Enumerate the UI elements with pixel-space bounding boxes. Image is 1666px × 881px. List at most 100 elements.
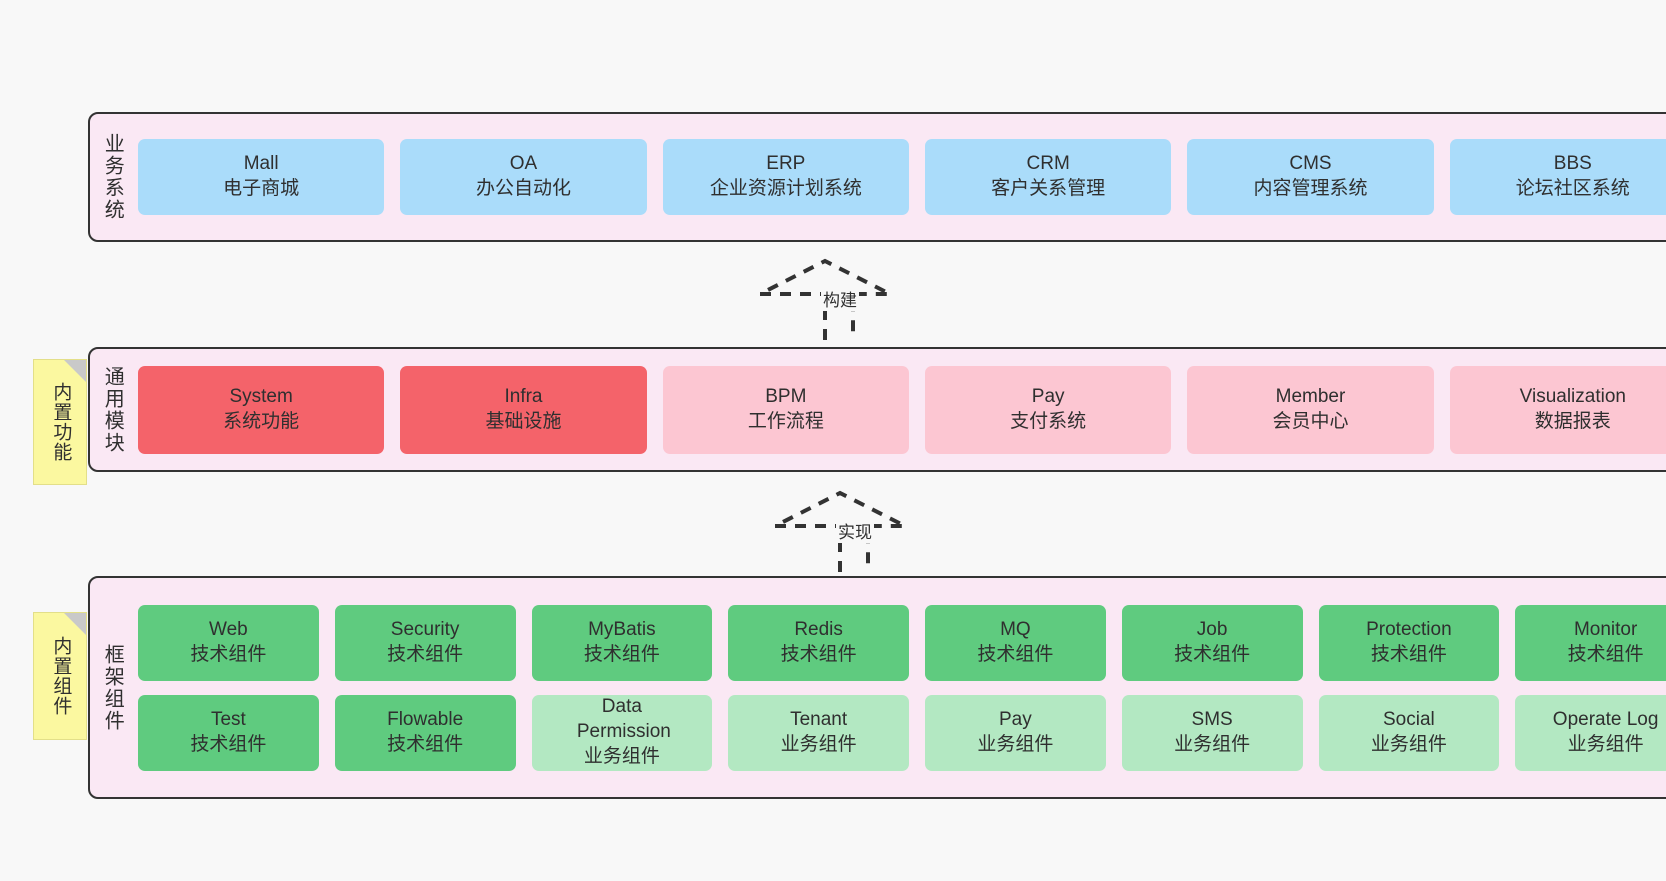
card-title-en: Monitor xyxy=(1573,618,1638,640)
card-tenant[interactable]: Tenant 业务组件 xyxy=(728,694,909,771)
card-title-en: Protection xyxy=(1366,618,1452,640)
card-title-en: SMS xyxy=(1191,708,1233,730)
card-system[interactable]: System 系统功能 xyxy=(138,365,385,454)
card-bpm[interactable]: BPM 工作流程 xyxy=(662,365,909,454)
layer-body-common-module: System 系统功能 Infra 基础设施 BPM 工作流程 Pay 支付系统… xyxy=(134,349,1666,470)
card-title-en: MQ xyxy=(1000,618,1031,640)
card-cms[interactable]: CMS 内容管理系统 xyxy=(1187,139,1434,215)
card-title-cn: 技术组件 xyxy=(1567,643,1644,665)
card-job[interactable]: Job 技术组件 xyxy=(1121,604,1303,681)
card-title-cn: 业务组件 xyxy=(977,733,1054,755)
card-title-cn: 业务组件 xyxy=(1174,733,1251,755)
layer-title-business-system: 业务系统 xyxy=(101,133,124,221)
card-pay[interactable]: Pay 支付系统 xyxy=(924,365,1172,454)
card-title-en: Flowable xyxy=(387,708,464,730)
card-crm[interactable]: CRM 客户关系管理 xyxy=(924,139,1172,215)
card-title-en: ERP xyxy=(766,153,806,175)
card-visualization[interactable]: Visualization 数据报表 xyxy=(1449,365,1666,454)
component-row-technical: Web 技术组件 Security 技术组件 MyBatis 技术组件 Redi… xyxy=(138,604,1666,681)
card-title-en: Data Permission xyxy=(576,696,671,743)
card-title-en: Member xyxy=(1275,385,1346,407)
card-infra[interactable]: Infra 基础设施 xyxy=(400,365,647,454)
card-erp[interactable]: ERP 企业资源计划系统 xyxy=(662,139,909,215)
card-title-cn: 工作流程 xyxy=(747,410,824,432)
card-title-cn: 客户关系管理 xyxy=(991,178,1106,199)
card-web[interactable]: Web 技术组件 xyxy=(138,604,319,681)
card-redis[interactable]: Redis 技术组件 xyxy=(728,604,909,681)
card-title-en: Mall xyxy=(243,153,279,175)
card-title-cn: 技术组件 xyxy=(190,643,267,665)
card-test[interactable]: Test 技术组件 xyxy=(138,694,319,771)
folded-corner-icon xyxy=(64,613,86,635)
card-pay-business[interactable]: Pay 业务组件 xyxy=(925,694,1106,771)
card-title-cn: 技术组件 xyxy=(387,643,464,665)
card-title-cn: 支付系统 xyxy=(1010,410,1087,432)
layer-title-framework-component: 框架组件 xyxy=(101,643,124,732)
sticky-note-builtin-function: 内置功能 xyxy=(33,359,87,485)
card-title-cn: 数据报表 xyxy=(1534,410,1611,432)
card-title-en: Test xyxy=(210,708,246,730)
card-title-en: CRM xyxy=(1026,153,1070,175)
card-title-en: System xyxy=(229,385,293,407)
card-oa[interactable]: OA 办公自动化 xyxy=(400,139,647,215)
card-title-cn: 内容管理系统 xyxy=(1253,178,1368,199)
connector-build-label: 构建 xyxy=(821,286,859,311)
card-social[interactable]: Social 业务组件 xyxy=(1318,694,1500,771)
card-title-cn: 技术组件 xyxy=(1174,643,1251,665)
connector-implement: 实现 xyxy=(770,490,920,580)
card-title-cn: 业务组件 xyxy=(1567,733,1644,755)
layer-body-framework-component: Web 技术组件 Security 技术组件 MyBatis 技术组件 Redi… xyxy=(134,578,1666,797)
card-title-cn: 基础设施 xyxy=(485,410,562,432)
card-title-en: Visualization xyxy=(1519,385,1626,407)
card-member[interactable]: Member 会员中心 xyxy=(1187,365,1434,454)
card-title-cn: 技术组件 xyxy=(780,643,857,665)
card-title-cn: 技术组件 xyxy=(583,643,660,665)
sticky-note-label: 内置组件 xyxy=(50,636,72,716)
layer-common-module: 通用模块 System 系统功能 Infra 基础设施 BPM 工作流程 Pay… xyxy=(88,347,1666,472)
card-title-en: BBS xyxy=(1553,153,1592,175)
card-title-en: BPM xyxy=(765,385,807,407)
card-title-cn: 业务组件 xyxy=(780,733,857,755)
card-mall[interactable]: Mall 电子商城 xyxy=(138,139,385,215)
card-title-cn: 系统功能 xyxy=(223,410,300,432)
card-sms[interactable]: SMS 业务组件 xyxy=(1121,694,1303,771)
card-title-en: Tenant xyxy=(790,708,848,730)
card-title-en: MyBatis xyxy=(588,618,656,640)
connector-implement-label: 实现 xyxy=(836,518,874,543)
card-title-en: Redis xyxy=(794,618,843,640)
card-monitor[interactable]: Monitor 技术组件 xyxy=(1515,604,1666,681)
layer-business-system: 业务系统 Mall 电子商城 OA 办公自动化 ERP 企业资源计划系统 CRM… xyxy=(88,112,1666,242)
card-title-en: Web xyxy=(209,618,248,640)
card-title-cn: 技术组件 xyxy=(387,733,464,755)
card-mq[interactable]: MQ 技术组件 xyxy=(925,604,1106,681)
card-title-en: Security xyxy=(390,618,460,640)
component-row-business: Test 技术组件 Flowable 技术组件 Data Permission … xyxy=(138,694,1666,771)
card-title-en: Operate Log xyxy=(1552,708,1659,730)
card-title-en: Job xyxy=(1196,618,1228,640)
card-title-cn: 业务组件 xyxy=(1370,733,1447,755)
card-protection[interactable]: Protection 技术组件 xyxy=(1318,604,1500,681)
card-mybatis[interactable]: MyBatis 技术组件 xyxy=(531,604,713,681)
card-security[interactable]: Security 技术组件 xyxy=(334,604,516,681)
layer-body-business-system: Mall 电子商城 OA 办公自动化 ERP 企业资源计划系统 CRM 客户关系… xyxy=(134,114,1666,240)
card-bbs[interactable]: BBS 论坛社区系统 xyxy=(1449,139,1666,215)
card-title-en: Pay xyxy=(1031,385,1065,407)
card-title-cn: 技术组件 xyxy=(977,643,1054,665)
card-flowable[interactable]: Flowable 技术组件 xyxy=(334,694,516,771)
card-title-cn: 电子商城 xyxy=(223,178,300,199)
card-title-cn: 业务组件 xyxy=(583,745,660,767)
card-title-en: Pay xyxy=(999,708,1032,730)
card-data-permission[interactable]: Data Permission 业务组件 xyxy=(531,694,713,771)
sticky-note-builtin-component: 内置组件 xyxy=(33,612,87,740)
card-title-cn: 办公自动化 xyxy=(475,178,571,199)
card-title-en: CMS xyxy=(1289,153,1332,175)
card-title-cn: 企业资源计划系统 xyxy=(709,178,862,199)
card-title-en: Infra xyxy=(504,385,543,407)
card-operate-log[interactable]: Operate Log 业务组件 xyxy=(1515,694,1666,771)
folded-corner-icon xyxy=(64,360,86,382)
card-title-en: Social xyxy=(1383,708,1435,730)
card-title-en: OA xyxy=(509,153,538,175)
sticky-note-label: 内置功能 xyxy=(50,382,72,462)
layer-framework-component: 框架组件 Web 技术组件 Security 技术组件 MyBatis 技术组件… xyxy=(88,576,1666,799)
